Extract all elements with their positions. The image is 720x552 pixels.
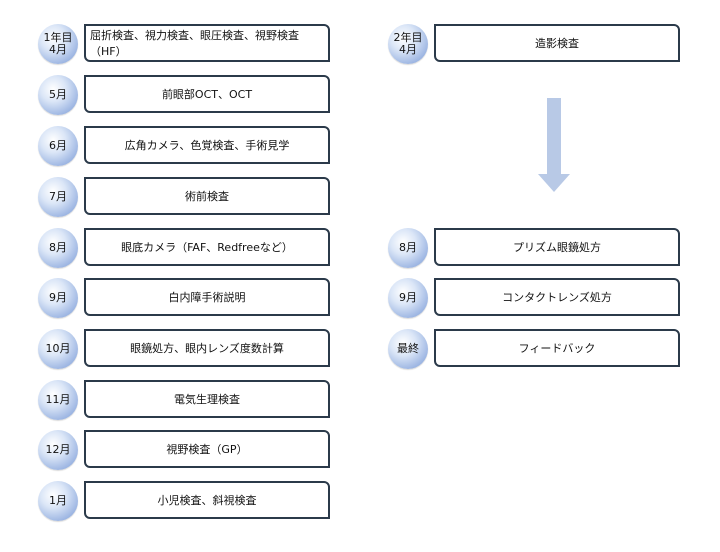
month-label: 最終 (397, 342, 419, 355)
step-box: 造影検査 (434, 24, 680, 62)
step-label: 眼底カメラ（FAF、Redfreeなど） (121, 241, 293, 254)
month-label: 8月 (399, 241, 417, 254)
step-label: プリズム眼鏡処方 (513, 241, 601, 254)
left-row-2: 6月 広角カメラ、色覚検査、手術見学 (38, 126, 330, 166)
step-box: プリズム眼鏡処方 (434, 228, 680, 266)
month-label: 12月 (45, 443, 71, 456)
left-row-8: 12月 視野検査（GP） (38, 430, 330, 470)
step-box: 術前検査 (84, 177, 330, 215)
month-circle: 7月 (38, 177, 78, 217)
down-arrow-icon (538, 98, 570, 192)
right-row-1: 8月 プリズム眼鏡処方 (388, 228, 680, 268)
left-row-1: 5月 前眼部OCT、OCT (38, 75, 330, 115)
left-row-5: 9月 白内障手術説明 (38, 278, 330, 318)
month-label: 7月 (49, 190, 67, 203)
step-label: 造影検査 (535, 37, 579, 50)
month-circle: 最終 (388, 329, 428, 369)
left-row-6: 10月 眼鏡処方、眼内レンズ度数計算 (38, 329, 330, 369)
right-row-2: 9月 コンタクトレンズ処方 (388, 278, 680, 318)
step-box: 眼底カメラ（FAF、Redfreeなど） (84, 228, 330, 266)
month-circle: 5月 (38, 75, 78, 115)
step-label: 前眼部OCT、OCT (161, 88, 253, 101)
month-circle: 12月 (38, 430, 78, 470)
month-circle: 8月 (38, 228, 78, 268)
month-circle: 9月 (38, 278, 78, 318)
step-box: 電気生理検査 (84, 380, 330, 418)
right-row-3: 最終 フィードバック (388, 329, 680, 369)
step-label: 小児検査、斜視検査 (157, 494, 257, 507)
month-circle: 6月 (38, 126, 78, 166)
step-label: 視野検査（GP） (166, 443, 248, 456)
step-box: コンタクトレンズ処方 (434, 278, 680, 316)
step-box: 前眼部OCT、OCT (84, 75, 330, 113)
month-label: 1月 (49, 494, 67, 507)
step-label: 術前検査 (185, 190, 229, 203)
month-circle: 1月 (38, 481, 78, 521)
month-label: 8月 (49, 241, 67, 254)
month-label: 6月 (49, 139, 67, 152)
step-box: 眼鏡処方、眼内レンズ度数計算 (84, 329, 330, 367)
month-label: 9月 (399, 291, 417, 304)
step-label: コンタクトレンズ処方 (502, 291, 612, 304)
month-circle: 11月 (38, 380, 78, 420)
step-label: フィードバック (518, 342, 596, 355)
step-box: 小児検査、斜視検査 (84, 481, 330, 519)
step-label: 眼鏡処方、眼内レンズ度数計算 (130, 342, 284, 355)
step-label: 屈折検査、視力検査、眼圧検査、視野検査（HF） (90, 29, 299, 58)
step-label: 広角カメラ、色覚検査、手術見学 (124, 139, 290, 152)
step-box: 視野検査（GP） (84, 430, 330, 468)
left-row-9: 1月 小児検査、斜視検査 (38, 481, 330, 521)
step-label: 白内障手術説明 (168, 291, 246, 304)
step-box: 広角カメラ、色覚検査、手術見学 (84, 126, 330, 164)
month-circle: 9月 (388, 278, 428, 318)
step-box: フィードバック (434, 329, 680, 367)
month-circle: 10月 (38, 329, 78, 369)
left-row-3: 7月 術前検査 (38, 177, 330, 217)
step-box: 屈折検査、視力検査、眼圧検査、視野検査（HF） (84, 24, 330, 62)
month-label: 9月 (49, 291, 67, 304)
month-label: 11月 (45, 393, 71, 406)
month-circle: 8月 (388, 228, 428, 268)
step-label: 電気生理検査 (174, 393, 240, 406)
left-row-4: 8月 眼底カメラ（FAF、Redfreeなど） (38, 228, 330, 268)
month-label: 10月 (45, 342, 71, 355)
month-label: 5月 (49, 88, 67, 101)
left-row-7: 11月 電気生理検査 (38, 380, 330, 420)
step-box: 白内障手術説明 (84, 278, 330, 316)
